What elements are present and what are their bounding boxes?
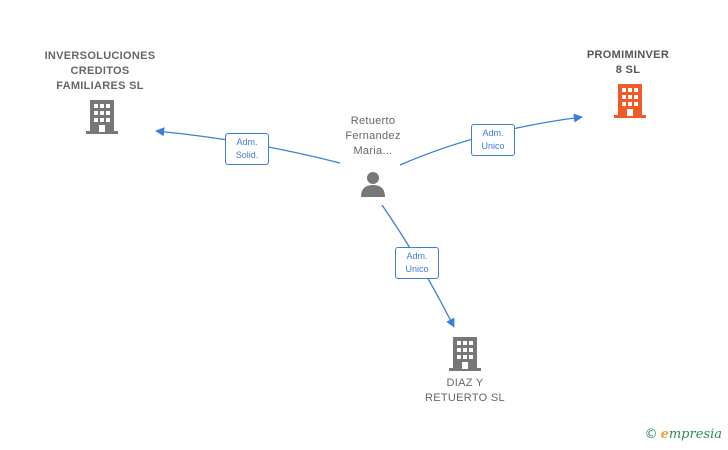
company-bottom-name[interactable]: DIAZ Y RETUERTO SL <box>425 377 505 404</box>
person-icon[interactable] <box>359 170 387 203</box>
building-icon[interactable] <box>614 84 646 123</box>
edge-tag-left[interactable]: Adm. Solid. <box>225 133 269 165</box>
brand-first-letter: e <box>660 427 669 442</box>
brand-name: mpresia <box>668 427 722 442</box>
building-icon[interactable] <box>86 100 118 139</box>
edge-tag-bottom[interactable]: Adm. Unico <box>395 247 439 279</box>
person-name[interactable]: Retuerto Fernandez Maria... <box>345 115 401 157</box>
company-right-name[interactable]: PROMIMINVER 8 SL <box>586 49 670 76</box>
edge-tag-right-line2: Unico <box>481 141 505 151</box>
building-icon[interactable] <box>449 337 481 376</box>
company-left-name[interactable]: INVERSOLUCIONES CREDITOS FAMILIARES SL <box>44 50 156 92</box>
edge-tag-left-line2: Solid. <box>235 150 259 160</box>
edge-tag-left-line1: Adm. <box>236 137 258 147</box>
edge-tag-bottom-line2: Unico <box>405 264 429 274</box>
copyright-icon: © <box>644 427 658 442</box>
edge-tag-bottom-line1: Adm. <box>406 251 428 261</box>
edge-tag-right-line1: Adm. <box>482 128 504 138</box>
edge-tag-right[interactable]: Adm. Unico <box>471 124 515 156</box>
brand-logo: ©empresia <box>645 427 722 442</box>
